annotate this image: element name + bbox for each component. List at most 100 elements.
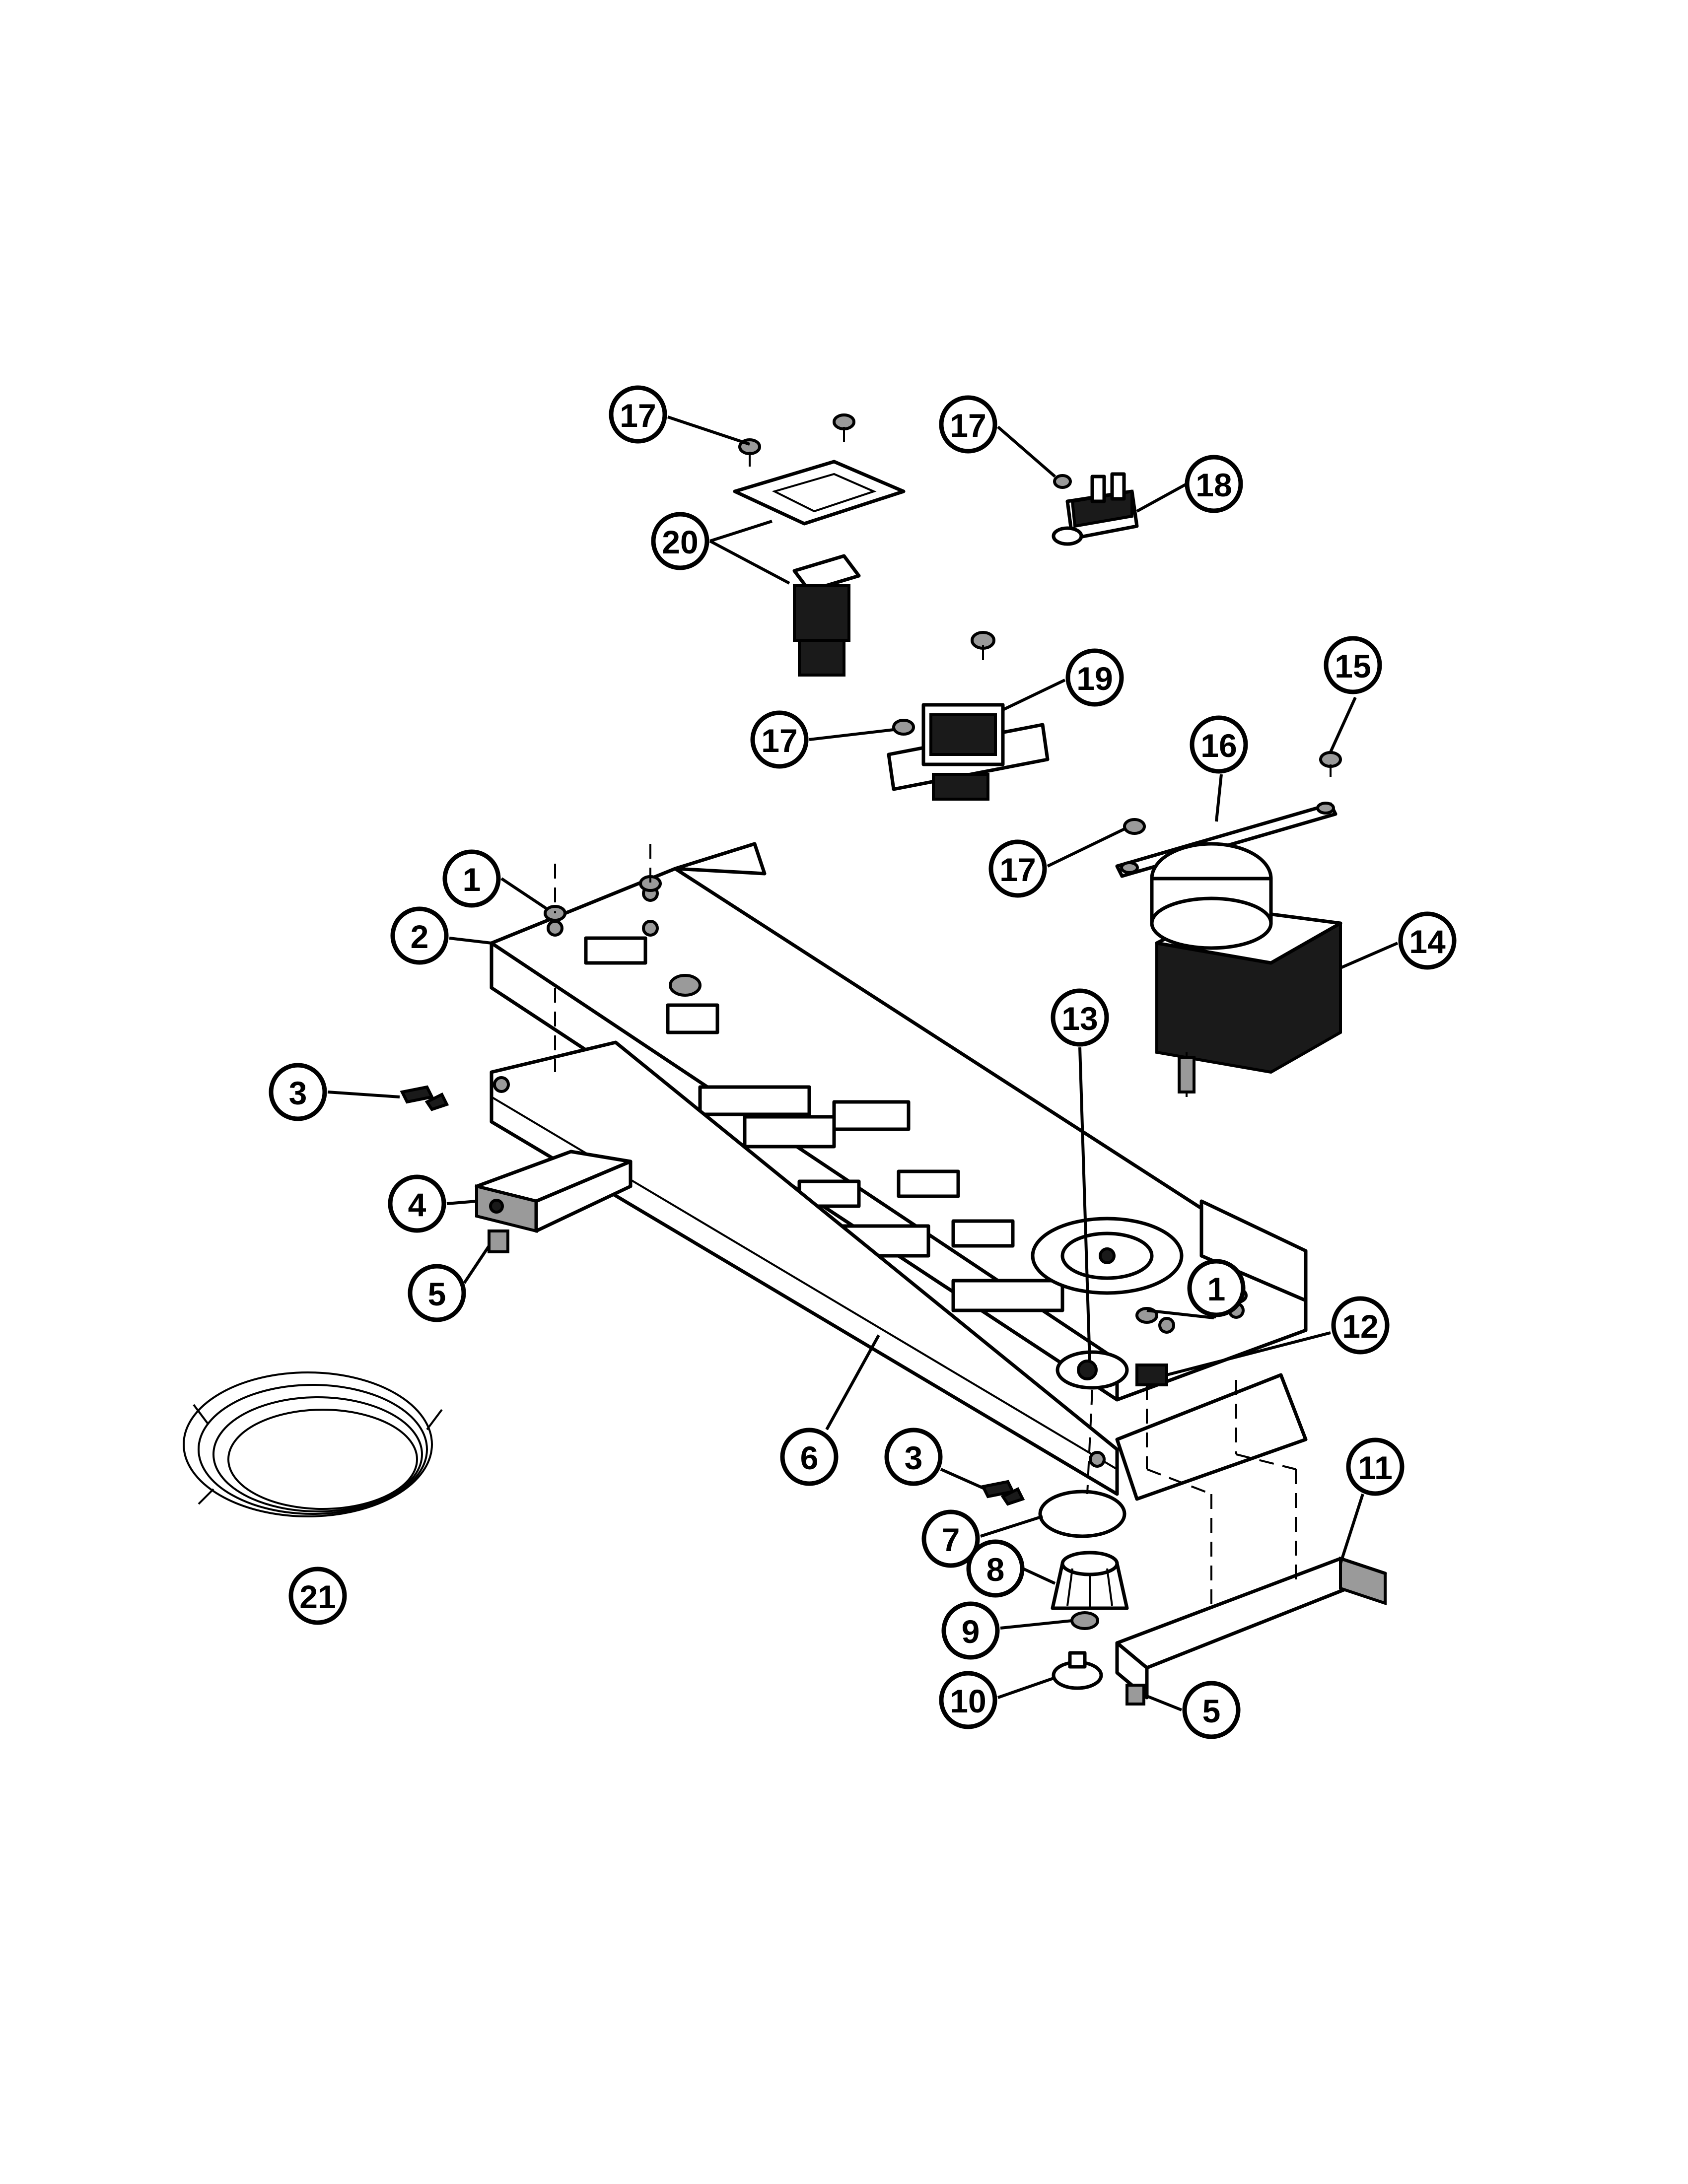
callout-number: 2 bbox=[411, 918, 429, 955]
part-6-front-brace bbox=[490, 1040, 1308, 1501]
callout-circle bbox=[939, 395, 997, 454]
callout-circle bbox=[269, 1063, 327, 1121]
callout-circle bbox=[1065, 648, 1124, 707]
callout-number: 6 bbox=[800, 1439, 819, 1476]
part-14-timer bbox=[1150, 842, 1342, 1097]
callout-number: 12 bbox=[1342, 1308, 1378, 1345]
callout-circle bbox=[390, 906, 449, 965]
part-3-screw-lower bbox=[981, 1480, 1025, 1506]
callout-number: 18 bbox=[1196, 467, 1232, 503]
part-7-bezel bbox=[1038, 1490, 1126, 1538]
callout-c5a: 5 bbox=[408, 1264, 466, 1322]
callout-number: 17 bbox=[761, 722, 797, 759]
callout-number: 5 bbox=[428, 1276, 446, 1312]
callout-number: 4 bbox=[408, 1186, 426, 1223]
callout-number: 17 bbox=[620, 397, 656, 434]
callout-c7: 7 bbox=[921, 1509, 980, 1568]
callout-c1b: 1 bbox=[1187, 1259, 1246, 1317]
callout-c9: 9 bbox=[941, 1601, 1000, 1660]
screw-17-a bbox=[738, 413, 855, 467]
callout-number: 9 bbox=[962, 1613, 980, 1650]
callout-c12: 12 bbox=[1331, 1296, 1390, 1355]
callout-number: 19 bbox=[1076, 660, 1113, 697]
callout-c16: 16 bbox=[1190, 715, 1248, 774]
callout-number: 11 bbox=[1358, 1449, 1393, 1486]
callout-circle bbox=[921, 1509, 980, 1568]
part-20-switch-assembly bbox=[733, 460, 906, 677]
callout-c4: 4 bbox=[388, 1174, 446, 1233]
callout-circle bbox=[750, 710, 809, 769]
callout-c3a: 3 bbox=[269, 1063, 327, 1121]
callout-number: 8 bbox=[986, 1551, 1005, 1588]
callout-circle bbox=[1331, 1296, 1390, 1355]
callout-circle bbox=[884, 1428, 943, 1486]
callout-number: 21 bbox=[299, 1578, 336, 1615]
part-12-bracket bbox=[1135, 1364, 1168, 1386]
callout-c13: 13 bbox=[1051, 988, 1109, 1047]
callout-circle bbox=[1190, 715, 1248, 774]
callout-number: 1 bbox=[463, 861, 481, 898]
callout-c17c: 17 bbox=[750, 710, 809, 769]
part-19-switch bbox=[887, 631, 1050, 801]
callout-circle bbox=[780, 1428, 839, 1486]
callout-circle bbox=[1182, 1681, 1241, 1739]
callout-number: 16 bbox=[1200, 727, 1237, 764]
callout-circle bbox=[988, 839, 1047, 898]
callout-circle bbox=[1187, 1259, 1246, 1317]
callout-number: 3 bbox=[905, 1439, 923, 1476]
callout-number: 17 bbox=[950, 407, 986, 444]
callout-circle bbox=[1346, 1437, 1405, 1496]
part-5-clip-right bbox=[1125, 1684, 1145, 1706]
part-18-relay bbox=[1052, 472, 1139, 546]
callout-circle bbox=[1398, 911, 1457, 970]
callout-number: 10 bbox=[950, 1683, 986, 1719]
callout-circle bbox=[1324, 636, 1382, 694]
callout-c6: 6 bbox=[780, 1428, 839, 1486]
part-11-right-bracket bbox=[1115, 1556, 1387, 1700]
callout-c17b: 17 bbox=[939, 395, 997, 454]
callout-number: 1 bbox=[1207, 1271, 1226, 1307]
callout-circle bbox=[442, 849, 501, 908]
part-13-shaft bbox=[1055, 1350, 1129, 1390]
callout-circle bbox=[1051, 988, 1109, 1047]
part-2-console-panel bbox=[490, 842, 1308, 1402]
callout-c3b: 3 bbox=[884, 1428, 943, 1486]
callout-number: 17 bbox=[999, 851, 1036, 888]
callout-number: 13 bbox=[1061, 1000, 1098, 1037]
part-3-screw-left bbox=[400, 1085, 449, 1111]
callout-c18: 18 bbox=[1185, 455, 1243, 513]
part-5-clip-left bbox=[488, 1229, 509, 1253]
callout-number: 3 bbox=[289, 1075, 307, 1111]
leader-lines bbox=[327, 415, 1399, 1711]
callout-c1a: 1 bbox=[442, 849, 501, 908]
callout-circle bbox=[1185, 455, 1243, 513]
callout-c11: 11 bbox=[1346, 1437, 1405, 1496]
callout-circle bbox=[966, 1539, 1025, 1598]
callout-circle bbox=[941, 1601, 1000, 1660]
part-9-clip bbox=[1070, 1611, 1099, 1630]
callout-number: 5 bbox=[1202, 1693, 1221, 1729]
callout-c8: 8 bbox=[966, 1539, 1025, 1598]
part-10-cap bbox=[1052, 1651, 1103, 1690]
callout-circle bbox=[651, 512, 709, 570]
part-4-left-bracket bbox=[475, 1150, 633, 1233]
callout-c19: 19 bbox=[1065, 648, 1124, 707]
callout-circle bbox=[288, 1567, 347, 1625]
callout-circle bbox=[408, 1264, 466, 1322]
callout-number: 15 bbox=[1335, 648, 1371, 684]
callout-circle bbox=[939, 1671, 997, 1729]
callout-number: 14 bbox=[1409, 923, 1446, 960]
callout-c21: 21 bbox=[288, 1567, 347, 1625]
callout-c15: 15 bbox=[1324, 636, 1382, 694]
callout-circle bbox=[609, 385, 667, 444]
callout-number: 20 bbox=[662, 524, 698, 560]
callout-c14: 14 bbox=[1398, 911, 1457, 970]
callout-circle bbox=[388, 1174, 446, 1233]
part-21-wire-harness bbox=[183, 1371, 443, 1517]
callout-c17a: 17 bbox=[609, 385, 667, 444]
part-8-knob bbox=[1051, 1551, 1129, 1610]
callout-c20: 20 bbox=[651, 512, 709, 570]
callout-c10: 10 bbox=[939, 1671, 997, 1729]
